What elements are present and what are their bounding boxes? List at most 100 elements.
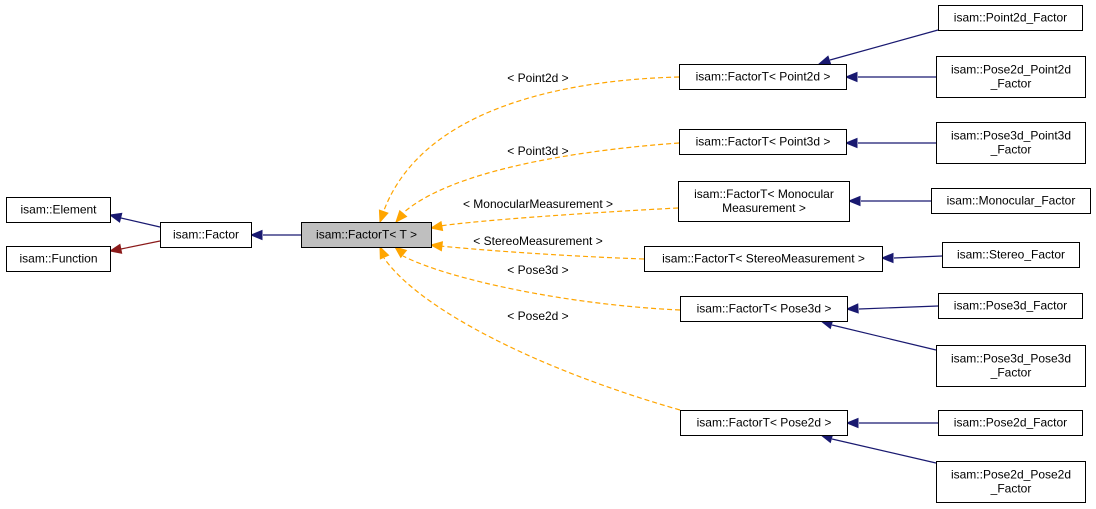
class-box bbox=[679, 129, 847, 155]
class-name-line: isam::Pose2d_Pose2d bbox=[951, 468, 1071, 482]
class-box bbox=[936, 122, 1086, 164]
class-node-pose2d-factor[interactable]: isam::Pose2d_Factor bbox=[938, 410, 1083, 436]
class-name-line: isam::FactorT< Point3d > bbox=[696, 135, 831, 149]
edge-monocular-to-factort bbox=[439, 207, 679, 227]
edge-point2d-to-factort-arrowhead bbox=[378, 209, 389, 224]
class-node-point2d-factor[interactable]: isam::Point2d_Factor bbox=[938, 5, 1083, 31]
class-node-factor-t[interactable]: isam::FactorT< T > bbox=[301, 222, 432, 248]
class-name-line: isam::FactorT< Pose2d > bbox=[697, 416, 832, 430]
edge-pose3d-factor-to-ft-pose3d-arrowhead bbox=[845, 303, 859, 314]
class-box bbox=[942, 242, 1080, 268]
edges-layer: < Point2d > < Point3d > < MonocularMeasure… bbox=[108, 29, 943, 464]
class-box bbox=[938, 293, 1083, 319]
class-name-line: isam::FactorT< Point2d > bbox=[696, 70, 831, 84]
edge-stereo-to-factort-arrowhead bbox=[429, 241, 444, 252]
class-box bbox=[931, 188, 1091, 214]
edge-pose3d-to-factort bbox=[402, 255, 681, 311]
class-node-pose3d-factor[interactable]: isam::Pose3d_Factor bbox=[938, 293, 1083, 319]
class-name-line: isam::Monocular_Factor bbox=[947, 194, 1076, 208]
edge-factor-to-element-arrowhead bbox=[108, 212, 123, 223]
edge-label-monocular: < MonocularMeasurement > bbox=[463, 197, 613, 211]
edge-label-pose2d: < Pose2d > bbox=[507, 309, 568, 323]
class-name-line: isam::FactorT< T > bbox=[316, 228, 417, 242]
class-box bbox=[301, 222, 432, 248]
class-box bbox=[644, 246, 883, 272]
class-node-ft-point3d[interactable]: isam::FactorT< Point3d > bbox=[679, 129, 847, 155]
class-name-line: isam::Element bbox=[20, 203, 97, 217]
edge-monocular-factor-to-ft-monocular-arrowhead bbox=[847, 195, 861, 207]
class-node-function[interactable]: isam::Function bbox=[6, 246, 111, 272]
edge-stereo-factor-to-ft-stereo-arrowhead bbox=[880, 252, 894, 264]
edge-pose2d-factor-to-ft-pose2d-arrowhead bbox=[845, 417, 859, 429]
class-node-ft-pose3d[interactable]: isam::FactorT< Pose3d > bbox=[680, 296, 848, 322]
edge-pose3d-point3d-factor-to-ft-point3d-arrowhead bbox=[844, 137, 858, 149]
class-name-line: _Factor bbox=[990, 482, 1032, 496]
edge-factor-to-function bbox=[120, 240, 161, 250]
class-node-factor[interactable]: isam::Factor bbox=[160, 222, 252, 248]
edge-pose2d-to-factort-arrowhead bbox=[379, 245, 390, 260]
class-box bbox=[936, 345, 1086, 387]
class-box bbox=[6, 246, 111, 272]
class-name-line: isam::Pose3d_Point3d bbox=[951, 129, 1071, 143]
edge-pose3d-factor-to-ft-pose3d bbox=[858, 305, 939, 310]
edge-pose2d-to-factort bbox=[383, 257, 681, 411]
class-node-ft-pose2d[interactable]: isam::FactorT< Pose2d > bbox=[680, 410, 848, 436]
class-node-monocular-factor[interactable]: isam::Monocular_Factor bbox=[931, 188, 1091, 214]
class-box bbox=[938, 410, 1083, 436]
class-name-line: _Factor bbox=[990, 366, 1032, 380]
edge-stereo-to-factort bbox=[439, 245, 645, 260]
class-node-pose2d-pose2d-factor[interactable]: isam::Pose2d_Pose2d_Factor bbox=[936, 461, 1086, 503]
edge-point3d-to-factort bbox=[401, 142, 680, 215]
class-name-line: isam::Pose3d_Pose3d bbox=[951, 352, 1071, 366]
class-name-line: isam::Factor bbox=[173, 228, 239, 242]
class-name-line: isam::Stereo_Factor bbox=[957, 248, 1065, 262]
class-node-pose3d-point3d-factor[interactable]: isam::Pose3d_Point3d_Factor bbox=[936, 122, 1086, 164]
edge-pose3d-to-factort-arrowhead bbox=[393, 246, 408, 259]
class-name-line: isam::FactorT< Monocular bbox=[694, 187, 834, 201]
class-name-line: _Factor bbox=[990, 143, 1032, 157]
class-name-line: isam::FactorT< StereoMeasurement > bbox=[662, 252, 865, 266]
class-name-line: isam::Pose2d_Factor bbox=[954, 416, 1067, 430]
edge-stereo-factor-to-ft-stereo bbox=[893, 255, 943, 259]
edge-point3d-to-factort-arrowhead bbox=[395, 209, 408, 224]
class-name-line: isam::Pose3d_Factor bbox=[954, 299, 1067, 313]
class-node-element[interactable]: isam::Element bbox=[6, 197, 111, 223]
edge-factor-to-function-arrowhead bbox=[108, 243, 123, 254]
class-box bbox=[936, 461, 1086, 503]
edge-label-pose3d: < Pose3d > bbox=[507, 263, 568, 277]
class-node-pose2d-point2d-factor[interactable]: isam::Pose2d_Point2d_Factor bbox=[936, 56, 1086, 98]
class-name-line: Measurement > bbox=[722, 201, 806, 215]
class-node-ft-point2d[interactable]: isam::FactorT< Point2d > bbox=[679, 64, 847, 90]
edge-factort-to-factor-arrowhead bbox=[249, 229, 263, 241]
class-box bbox=[680, 410, 848, 436]
class-name-line: isam::Point2d_Factor bbox=[954, 11, 1067, 25]
class-box bbox=[160, 222, 252, 248]
edge-point2d-factor-to-ft-point2d-arrowhead bbox=[817, 55, 832, 66]
class-node-stereo-factor[interactable]: isam::Stereo_Factor bbox=[942, 242, 1080, 268]
class-box bbox=[936, 56, 1086, 98]
edge-point2d-factor-to-ft-point2d bbox=[829, 29, 939, 61]
class-node-pose3d-pose3d-factor[interactable]: isam::Pose3d_Pose3d_Factor bbox=[936, 345, 1086, 387]
class-name-line: _Factor bbox=[990, 77, 1032, 91]
class-box bbox=[679, 64, 847, 90]
edge-label-stereo: < StereoMeasurement > bbox=[473, 234, 602, 248]
edge-factor-to-element bbox=[120, 217, 161, 228]
class-box bbox=[6, 197, 111, 223]
edge-pose2d-pose2d-factor-to-ft-pose2d bbox=[831, 438, 937, 464]
edge-label-point3d: < Point3d > bbox=[507, 144, 568, 158]
edge-pose3d-pose3d-factor-to-ft-pose3d bbox=[831, 324, 937, 351]
class-box bbox=[680, 296, 848, 322]
edge-pose2d-point2d-factor-to-ft-point2d-arrowhead bbox=[844, 71, 858, 83]
class-name-line: isam::Function bbox=[19, 252, 97, 266]
class-box bbox=[678, 181, 850, 222]
edge-point2d-to-factort bbox=[382, 76, 680, 214]
class-name-line: isam::Pose2d_Point2d bbox=[951, 63, 1071, 77]
class-name-line: isam::FactorT< Pose3d > bbox=[697, 302, 832, 316]
class-node-ft-monocular[interactable]: isam::FactorT< MonocularMeasurement > bbox=[678, 181, 850, 222]
edge-monocular-to-factort-arrowhead bbox=[429, 220, 444, 232]
class-node-ft-stereo[interactable]: isam::FactorT< StereoMeasurement > bbox=[644, 246, 883, 272]
edge-label-point2d: < Point2d > bbox=[507, 71, 568, 85]
class-box bbox=[938, 5, 1083, 31]
